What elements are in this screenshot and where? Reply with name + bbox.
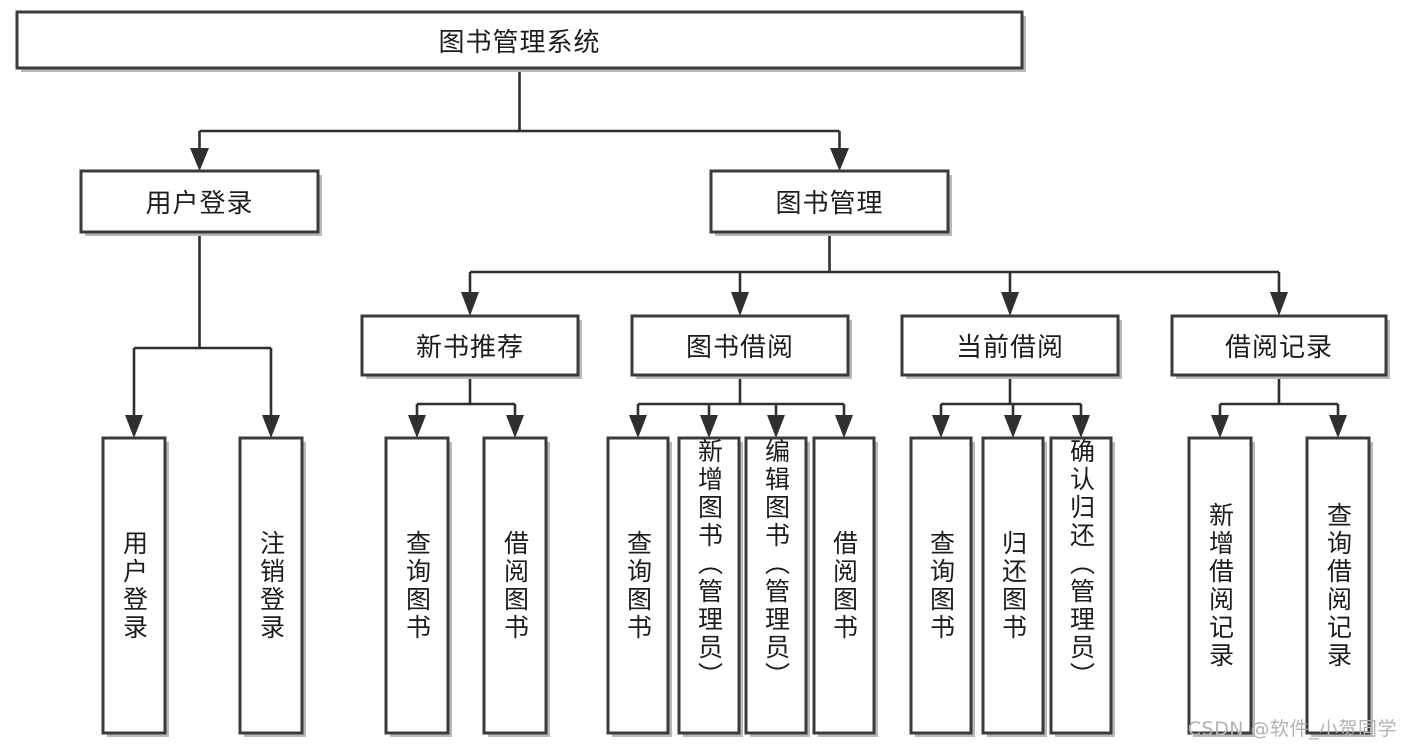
node-box-leaf-10[interactable] — [1049, 436, 1113, 735]
arrowhead-record-child-2 — [1329, 415, 1347, 438]
arrowhead-borrow-child-3 — [767, 415, 785, 438]
arrowhead-borrow-record — [1270, 292, 1288, 316]
node-box-leaf-8[interactable] — [909, 436, 973, 735]
node-box-group — [15, 10, 1390, 737]
node-box-borrow-record[interactable] — [1170, 314, 1388, 377]
arrowhead-borrow-child-2 — [700, 415, 718, 438]
node-box-book-borrow[interactable] — [630, 314, 850, 377]
node-box-leaf-7[interactable] — [812, 436, 876, 735]
node-box-leaf-9[interactable] — [981, 436, 1045, 735]
arrowhead-borrow-child-4 — [835, 415, 853, 438]
arrowhead-current-child-2 — [1004, 415, 1022, 438]
node-box-leaf-1[interactable] — [238, 436, 304, 735]
node-box-leaf-5[interactable] — [677, 436, 741, 735]
arrowhead-leaf-user-login — [125, 415, 143, 438]
arrowhead-user-login — [190, 148, 209, 171]
node-box-leaf-11[interactable] — [1187, 436, 1253, 735]
node-box-leaf-3[interactable] — [482, 436, 548, 735]
arrowhead-new-book-rec — [461, 292, 479, 316]
node-box-current-borrow[interactable] — [900, 314, 1120, 377]
arrowhead-book-mgmt — [830, 148, 849, 171]
arrowhead-record-child-1 — [1211, 415, 1229, 438]
arrowhead-current-borrow — [1001, 292, 1019, 316]
node-box-leaf-12[interactable] — [1305, 436, 1371, 735]
connector-group — [125, 68, 1347, 438]
node-box-leaf-6[interactable] — [744, 436, 808, 735]
arrowhead-newbook-child-1 — [408, 415, 426, 438]
node-box-root[interactable] — [15, 10, 1024, 70]
arrowhead-leaf-logout — [262, 415, 280, 438]
arrowhead-newbook-child-2 — [506, 415, 524, 438]
node-box-leaf-2[interactable] — [384, 436, 450, 735]
node-box-book-mgmt[interactable] — [709, 169, 950, 234]
arrowhead-current-child-3 — [1072, 415, 1090, 438]
node-box-leaf-0[interactable] — [101, 436, 167, 735]
arrowhead-borrow-child-1 — [629, 415, 647, 438]
node-box-leaf-4[interactable] — [606, 436, 670, 735]
node-box-user-login[interactable] — [79, 169, 320, 234]
arrowhead-current-child-1 — [932, 415, 950, 438]
node-box-new-book-rec[interactable] — [360, 314, 580, 377]
arrowhead-book-borrow — [731, 292, 749, 316]
